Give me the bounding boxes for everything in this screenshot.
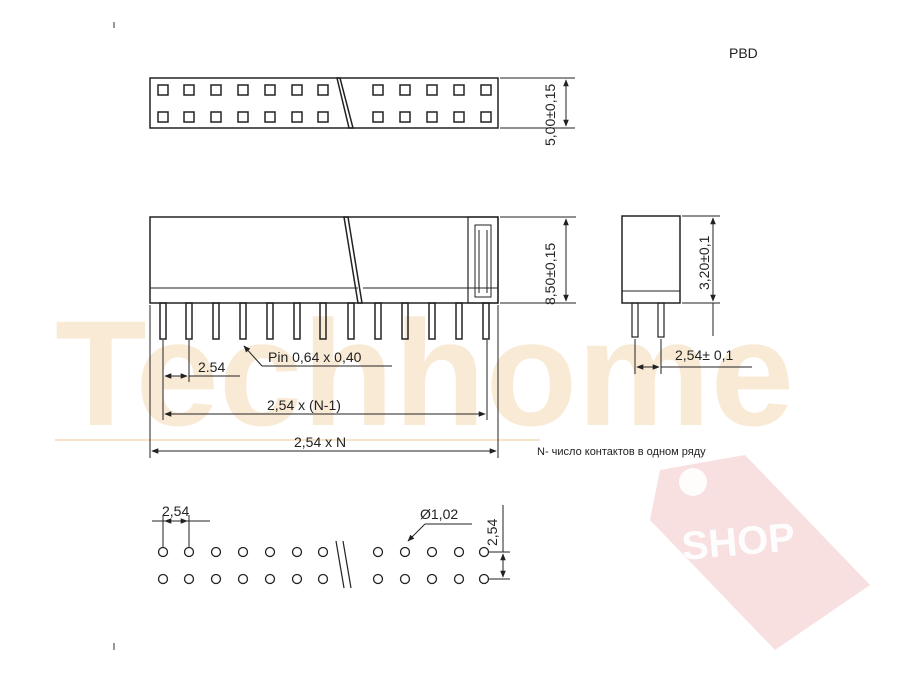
total-length-dim: 2,54 x N [294, 434, 346, 450]
footprint-view [152, 505, 510, 589]
pin [374, 302, 382, 340]
footprint-hole [453, 573, 465, 585]
top-view [149, 77, 575, 129]
footprint-hole [426, 546, 438, 558]
contact-square [291, 84, 303, 96]
pin [212, 302, 220, 340]
top-contact-grid [157, 84, 492, 123]
footprint-hole [317, 546, 329, 558]
contact-square [183, 111, 195, 123]
footprint-hole [426, 573, 438, 585]
footprint-hole [399, 546, 411, 558]
contact-square [237, 111, 249, 123]
front-view [149, 216, 576, 458]
footprint-hole [237, 573, 249, 585]
footprint-hole [453, 546, 465, 558]
pin-label: Pin 0,64 x 0,40 [268, 349, 362, 365]
span-dim: 2,54 x (N-1) [267, 397, 341, 413]
contact-square [426, 84, 438, 96]
top-body-right [336, 77, 499, 129]
footprint-hole [317, 573, 329, 585]
contact-square [210, 84, 222, 96]
pin [401, 302, 409, 340]
footprint-hole [237, 546, 249, 558]
footprint-row-pitch-dim: 2,54 [484, 519, 500, 546]
pin [347, 302, 355, 340]
footprint-hole [157, 546, 169, 558]
side-pin [657, 302, 665, 338]
contact-square [317, 84, 329, 96]
footprint-hole [372, 573, 384, 585]
pin [482, 302, 490, 340]
footprint-hole [399, 573, 411, 585]
contact-square [264, 111, 276, 123]
contact-square [453, 84, 465, 96]
footprint-hole [264, 546, 276, 558]
pin [185, 302, 193, 340]
side-row-pitch-dim: 2,54± 0,1 [675, 347, 733, 363]
contact-square [399, 84, 411, 96]
footprint-hole [291, 573, 303, 585]
watermark-tag-text: SHOP [680, 515, 797, 569]
contact-square [237, 84, 249, 96]
side-pin [631, 302, 639, 338]
footprint-hole [210, 573, 222, 585]
footprint-hole [372, 546, 384, 558]
contact-square [210, 111, 222, 123]
pin [239, 302, 247, 340]
footprint-hole-grid [157, 546, 490, 585]
contact-count-note: N- число контактов в одном ряду [537, 446, 706, 458]
footprint-hole [478, 573, 490, 585]
watermark-tag-hole [679, 468, 707, 496]
front-section-socket [474, 224, 492, 298]
footprint-hole [157, 573, 169, 585]
footprint-hole [264, 573, 276, 585]
footprint-hole [183, 546, 195, 558]
footprint-hole [291, 546, 303, 558]
pin [455, 302, 463, 340]
contact-square [372, 111, 384, 123]
pin [293, 302, 301, 340]
side-height-dim: 3,20±0,1 [696, 235, 712, 290]
contact-square [264, 84, 276, 96]
contact-square [399, 111, 411, 123]
side-view [621, 215, 752, 374]
top-height-dim: 5,00±0,15 [542, 84, 558, 146]
contact-square [157, 84, 169, 96]
watermark-tag-shape [650, 455, 870, 650]
leader-line [407, 523, 426, 542]
pin [159, 302, 167, 340]
footprint-pitch-dim: 2,54 [162, 503, 189, 519]
leader-line [243, 345, 263, 367]
model-code: PBD [729, 45, 758, 61]
side-body [621, 215, 681, 304]
contact-square [480, 111, 492, 123]
break-line [342, 540, 352, 589]
pin [319, 302, 327, 340]
watermark-brand: Techhome [55, 289, 794, 457]
contact-square [291, 111, 303, 123]
contact-square [157, 111, 169, 123]
contact-square [317, 111, 329, 123]
contact-square [480, 84, 492, 96]
contact-square [372, 84, 384, 96]
contact-square [183, 84, 195, 96]
hole-diameter-dim: Ø1,02 [420, 506, 458, 522]
pin [428, 302, 436, 340]
front-height-dim: 8,50±0,15 [542, 243, 558, 305]
watermark: Techhome SHOP [55, 289, 870, 650]
contact-square [426, 111, 438, 123]
footprint-hole [210, 546, 222, 558]
footprint-hole [478, 546, 490, 558]
footprint-hole [183, 573, 195, 585]
pitch-dim: 2.54 [198, 359, 225, 375]
contact-square [453, 111, 465, 123]
break-line [335, 540, 345, 589]
pin [266, 302, 274, 340]
front-pin-row [159, 302, 490, 340]
